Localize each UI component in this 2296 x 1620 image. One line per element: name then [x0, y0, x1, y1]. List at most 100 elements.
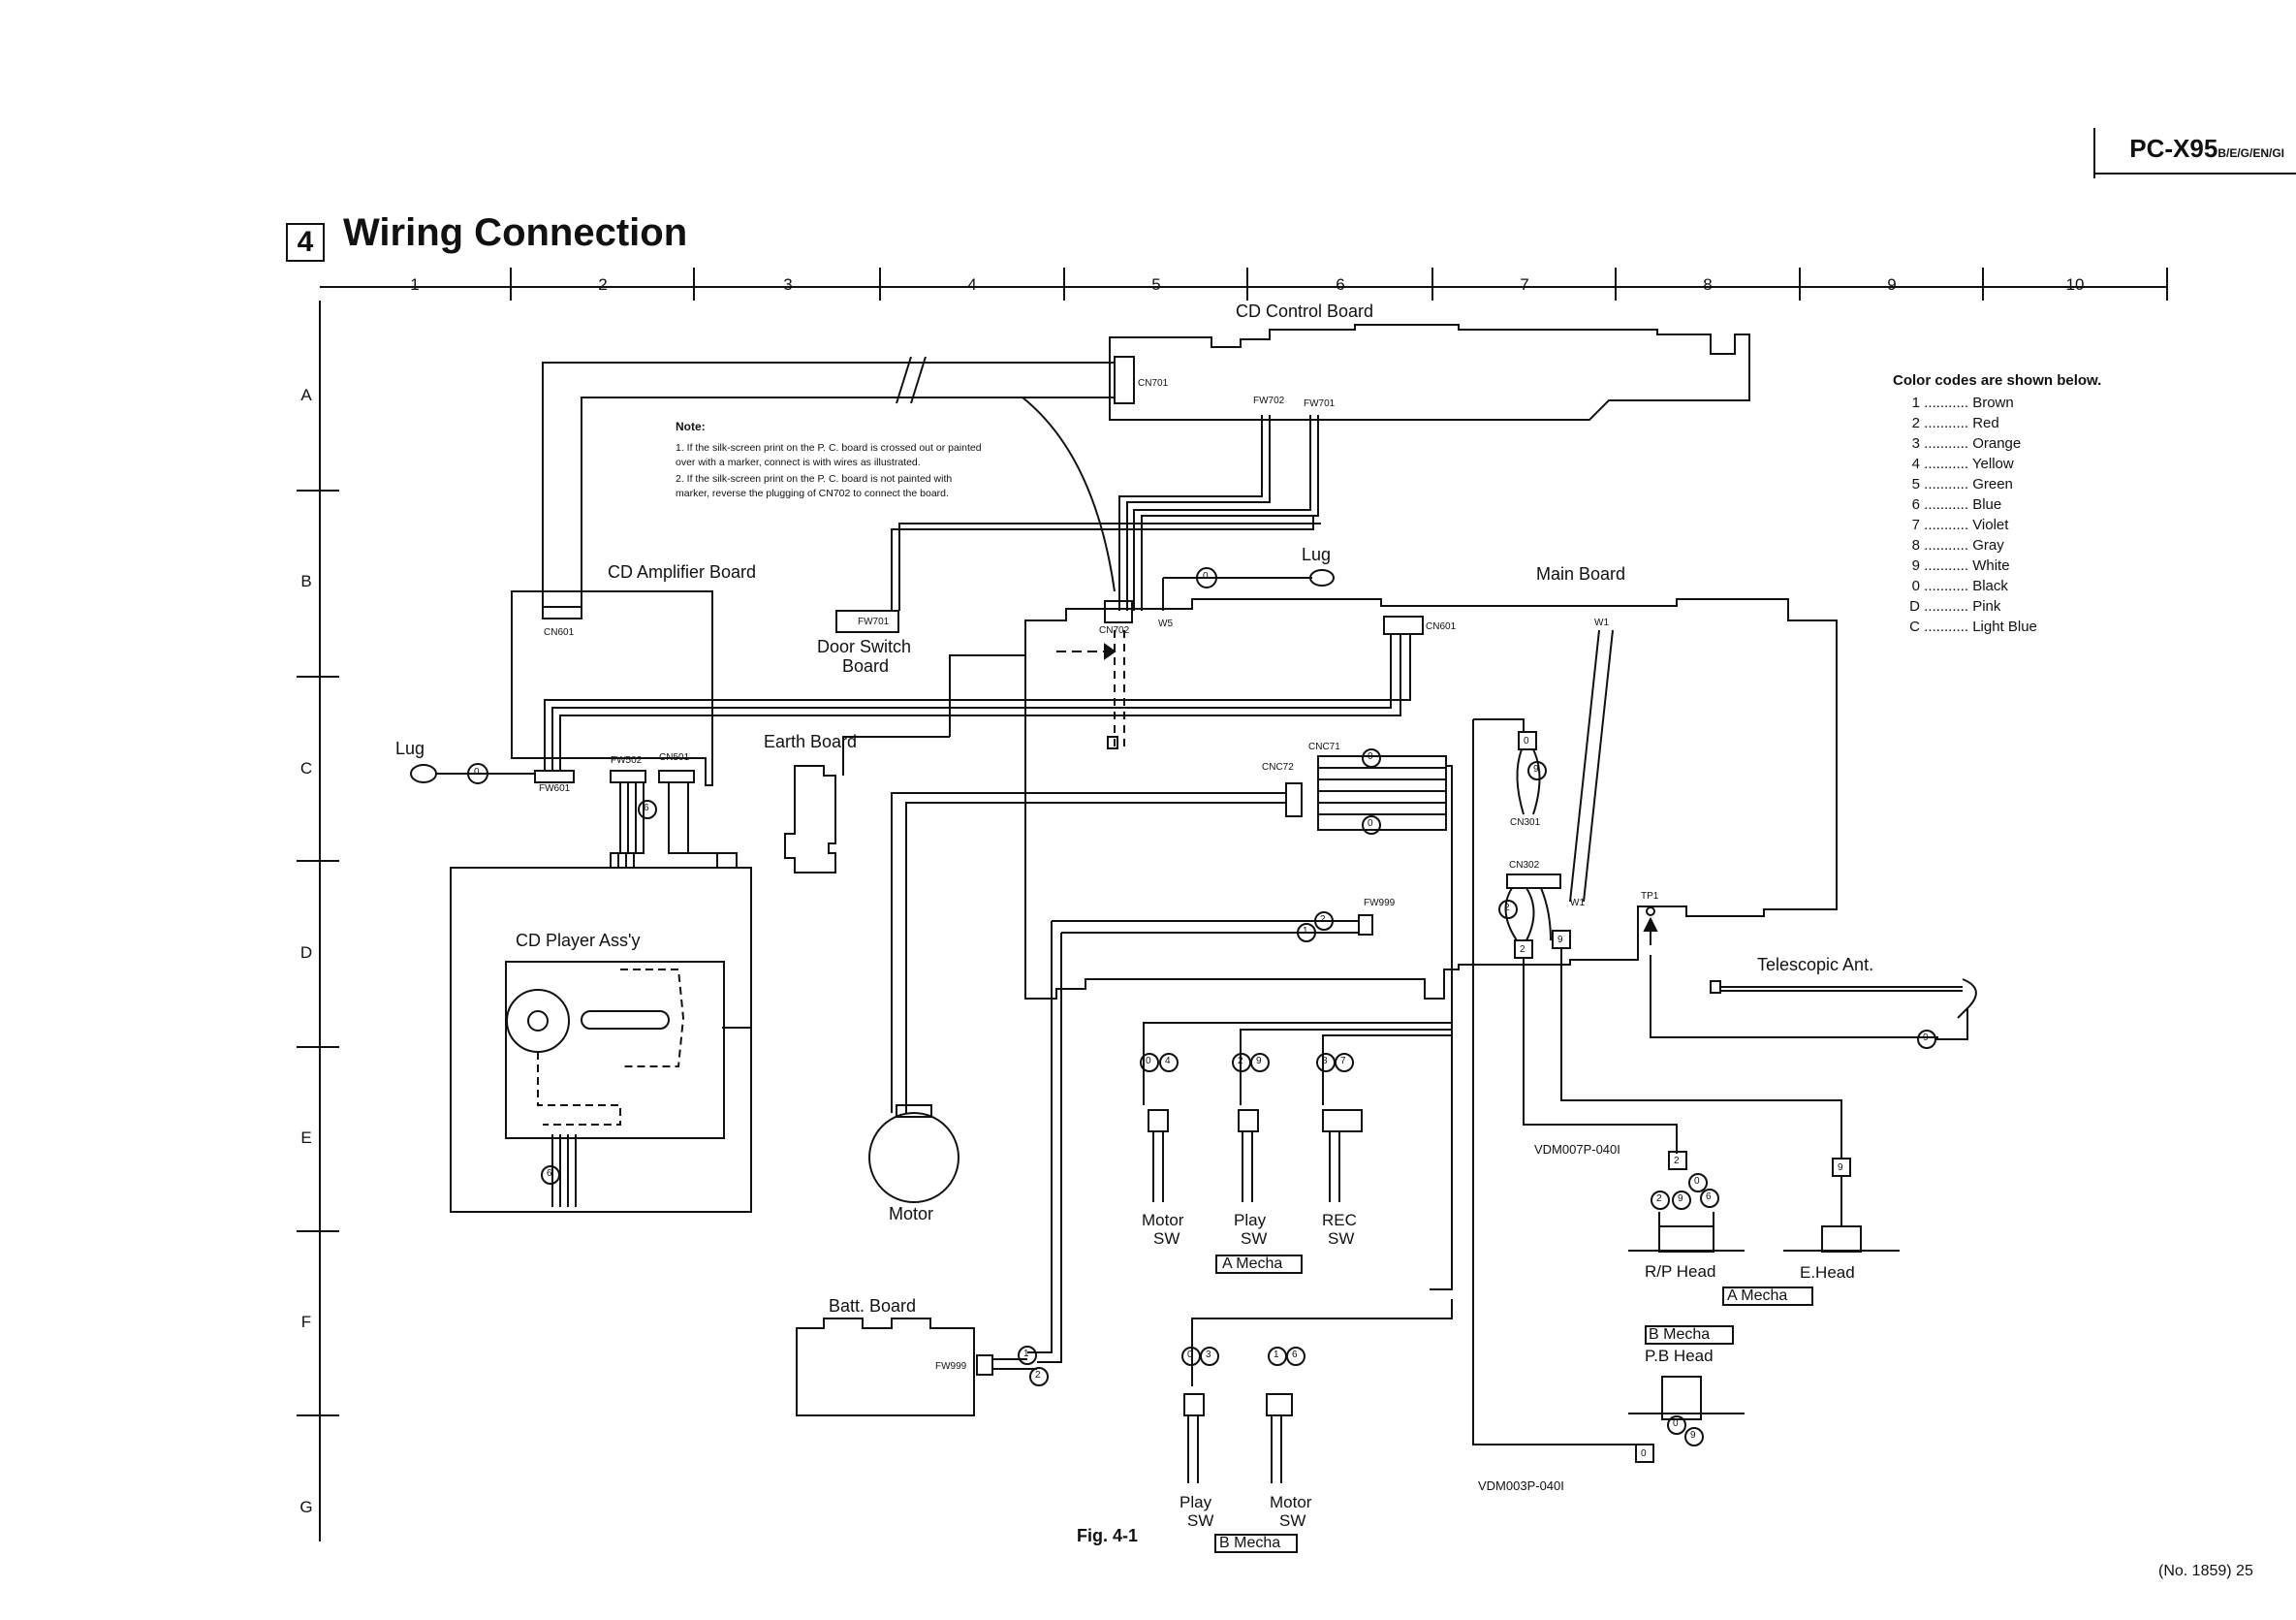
b-motor-sw-label-1: Motor [1270, 1493, 1312, 1511]
b-mecha-switches-label: B Mecha [1219, 1535, 1281, 1551]
cd-amplifier-board-label: CD Amplifier Board [608, 562, 757, 582]
cd-control-board-outline [1109, 324, 1750, 421]
wire-code-2-fw999 [1314, 911, 1334, 931]
antenna-tip [1710, 980, 1721, 994]
wire-code-text: 8 [1322, 1056, 1328, 1066]
fw701-door-label: FW701 [858, 617, 890, 627]
cd-player-assy-label: CD Player Ass'y [516, 931, 641, 950]
cn302-connector [1506, 874, 1561, 889]
ruler-col-6: 6 [1336, 275, 1345, 294]
figure-label: Fig. 4-1 [1077, 1526, 1139, 1545]
wire-code-text: 0 [1673, 1418, 1679, 1429]
wire-code-text: 2 [1035, 1370, 1041, 1381]
color-code-row: 3 ........... Orange [1911, 435, 2022, 452]
a-mecha-rec-sw-body [1322, 1109, 1363, 1202]
cn601-wire-a [551, 634, 1392, 771]
color-code-row: D ........... Pink [1909, 598, 2001, 615]
wire-code-text: 9 [1678, 1193, 1683, 1204]
ruler-col-2: 2 [598, 275, 608, 294]
note-line-3: 2. If the silk-screen print on the P. C.… [676, 473, 953, 485]
cn701-connector [1114, 356, 1135, 404]
wire-code-6-cd [541, 1165, 560, 1185]
cn702-label: CN702 [1099, 625, 1130, 636]
tp1-label: TP1 [1641, 891, 1659, 902]
wire-code-text: 0 [474, 767, 480, 778]
wire-code-text: 2 [1320, 914, 1326, 925]
w5-label: W5 [1158, 619, 1173, 629]
a-mecha-motor-sw-body [1148, 1109, 1169, 1202]
wire-code-text: 0 [1368, 751, 1373, 762]
ruler-row-b: B [300, 572, 312, 590]
cn701-label: CN701 [1138, 378, 1169, 389]
fw702-wire-a [1118, 415, 1263, 611]
cd-spindle [506, 989, 570, 1053]
b-mecha-motor-sw-body [1266, 1393, 1293, 1483]
main-board-label: Main Board [1536, 564, 1626, 584]
lug-top-terminal [1309, 569, 1335, 587]
wire-code-text: 0 [1694, 1176, 1700, 1187]
ruler-row-e: E [300, 1128, 312, 1147]
ruler-row-c: C [299, 759, 313, 778]
fw701-wire-a [1133, 415, 1311, 611]
telescopic-ant-label: Telescopic Ant. [1757, 955, 1874, 974]
fw702-label: FW702 [1253, 396, 1285, 406]
color-code-row: 2 ........... Red [1911, 415, 1999, 431]
section-title: Wiring Connection [343, 211, 688, 254]
fw999-main-label: FW999 [1364, 898, 1396, 908]
rp-head-label: R/P Head [1645, 1262, 1716, 1281]
wire-code-text: 2 [1520, 944, 1525, 955]
ruler-col-4: 4 [967, 275, 977, 294]
color-code-row: 9 ........... White [1911, 557, 2010, 574]
model-number: PC-X95B/E/G/EN/GI [2129, 134, 2284, 164]
wire-code-text: 4 [1165, 1056, 1171, 1066]
cn702-connector [1104, 600, 1133, 623]
header-rule [2093, 128, 2095, 178]
ruler-col-9: 9 [1887, 275, 1897, 294]
a-rec-sw-label-1: REC [1322, 1211, 1357, 1229]
wire-code-0-cnc71-bottom [1362, 815, 1381, 835]
cn601-main-label: CN601 [1426, 621, 1457, 632]
a-rec-sw-label-2: SW [1328, 1229, 1355, 1248]
section-number: 4 [286, 223, 325, 262]
pickup-rail [581, 1010, 670, 1030]
pb-head-body [1661, 1376, 1702, 1420]
vdm007-label: VDM007P-040I [1534, 1142, 1620, 1157]
color-code-row: 1 ........... Brown [1911, 395, 2014, 411]
a-motor-sw-label-1: Motor [1142, 1211, 1184, 1229]
lug-left-label: Lug [395, 739, 425, 758]
color-code-row: 0 ........... Black [1911, 578, 2008, 594]
a-motor-sw-label-2: SW [1153, 1229, 1180, 1248]
ruler-row-a: A [300, 386, 312, 404]
page-number: (No. 1859) 25 [2158, 1563, 2253, 1579]
wire-code-text: 9 [1923, 1032, 1929, 1043]
batt-board-outline [796, 1318, 975, 1416]
fw999-batt-label: FW999 [935, 1361, 967, 1372]
wire-code-text: 0 [1146, 1056, 1151, 1066]
b-mecha-play-sw-body [1183, 1393, 1205, 1483]
ruler-col-7: 7 [1520, 275, 1529, 294]
ruler-col-3: 3 [783, 275, 793, 294]
e-head-body [1821, 1225, 1862, 1253]
wire-code-0-lug-left [467, 763, 488, 784]
wire-code-0-cnc71-top [1362, 748, 1381, 768]
cn601-amp-label: CN601 [544, 627, 575, 638]
color-code-row: C ........... Light Blue [1909, 619, 2037, 635]
cn501-connector [658, 770, 695, 783]
wire-code-text: 1 [1023, 1349, 1029, 1359]
cnc72-label: CNC72 [1262, 762, 1294, 773]
cn301-label: CN301 [1510, 817, 1541, 828]
a-mecha-box-heads [1722, 1286, 1813, 1306]
wire-code-text: 6 [1706, 1191, 1712, 1202]
fw601-connector [534, 770, 575, 783]
antenna-hinge [1957, 978, 1977, 1019]
wire-code-text: 9 [1256, 1056, 1262, 1066]
b-mecha-box-heads [1645, 1325, 1734, 1345]
wire-code-text: 0 [1641, 1448, 1647, 1459]
wire-code-text: 0 [1187, 1350, 1193, 1360]
e-head-label: E.Head [1800, 1263, 1855, 1282]
wire-code-text: 0 [1203, 571, 1209, 582]
color-code-row: 5 ........... Green [1911, 476, 2013, 492]
cn601-main-connector [1383, 616, 1424, 635]
color-codes-legend: Color codes are shown below. 1 .........… [1893, 370, 2101, 637]
vdm003-label: VDM003P-040I [1478, 1478, 1564, 1493]
